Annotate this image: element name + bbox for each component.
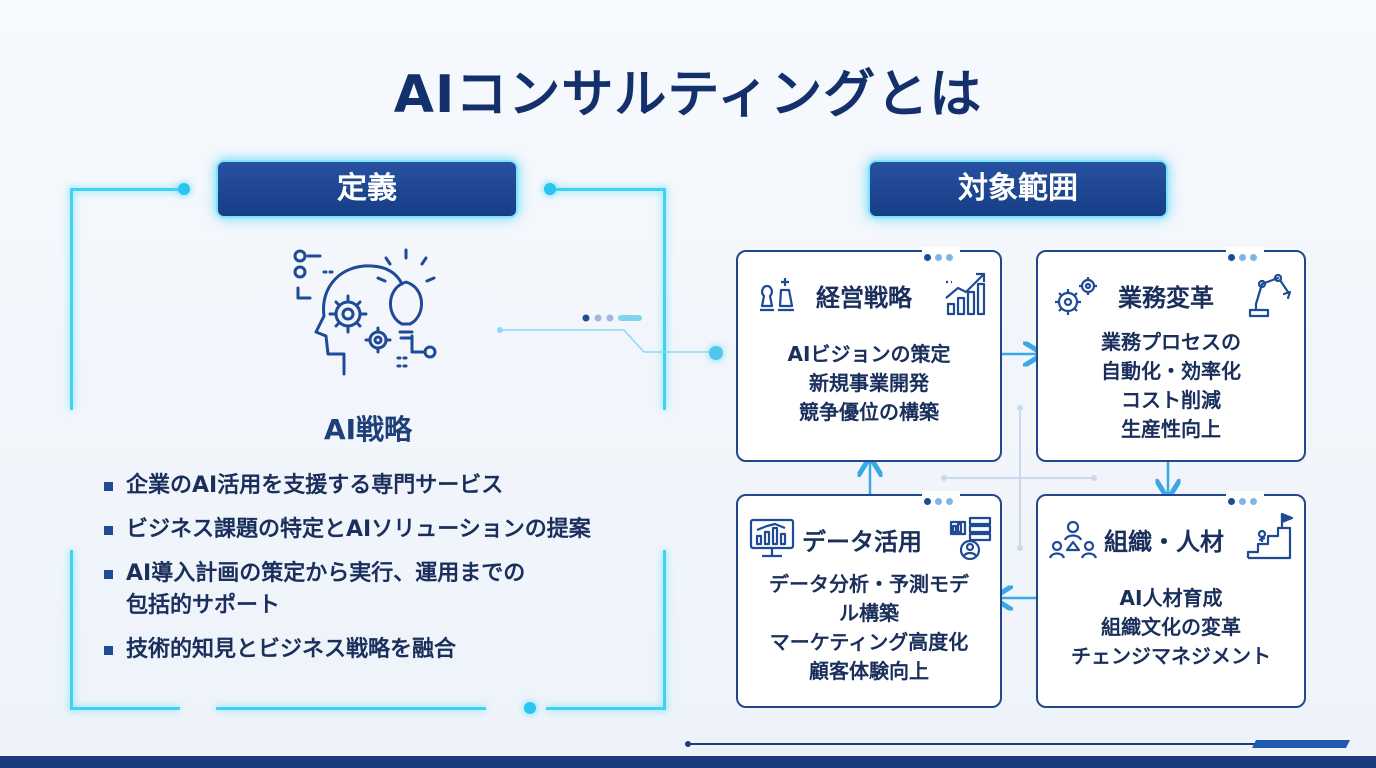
card-line: 組織文化の変革 <box>1101 615 1241 639</box>
ai-strategy-label: AI戦略 <box>323 413 413 446</box>
card-line: 新規事業開発 <box>809 371 929 395</box>
data-user-icon <box>949 516 992 561</box>
card-line: 競争優位の構築 <box>799 400 939 424</box>
scope-card-business-transformation: 業務変革 業務プロセスの 自動化・効率化 コスト削減 生産性向上 <box>1036 247 1306 462</box>
bullet-item: ビジネス課題の特定とAIソリューションの提案 <box>104 514 664 546</box>
scope-header: 対象範囲 <box>868 160 1168 218</box>
page-title: AIコンサルティングとは <box>393 65 983 125</box>
card-line: データ分析・予測モデ <box>769 572 969 596</box>
chess-pieces-icon <box>760 278 794 312</box>
stairs-flag-icon <box>1246 512 1294 560</box>
definition-bullet-list: 企業のAI活用を支援する専門サービス ビジネス課題の特定とAIソリューションの提… <box>104 470 664 678</box>
scope-card-data-utilization: データ活用 データ分析・予測モデ ル構築 マーケティング高度化 顧客体験向上 <box>736 491 1002 708</box>
card-line: ル構築 <box>839 601 899 625</box>
card-line: AIビジョンの策定 <box>787 342 951 366</box>
ai-brain-gear-lightbulb-icon <box>293 248 437 376</box>
definition-header: 定義 <box>216 160 518 218</box>
bullet-item: 企業のAI活用を支援する専門サービス <box>104 470 664 502</box>
card-line: 顧客体験向上 <box>809 659 929 683</box>
card-line: チェンジマネジメント <box>1071 644 1271 668</box>
card-line: AI人材育成 <box>1119 586 1223 610</box>
card-line: 業務プロセスの <box>1101 330 1241 354</box>
card-title: 経営戦略 <box>816 284 912 312</box>
footer-bar <box>0 756 1376 768</box>
card-line: 生産性向上 <box>1121 417 1221 441</box>
analytics-monitor-icon <box>749 518 795 558</box>
definition-frame <box>70 183 666 714</box>
bullet-item: AI導入計画の策定から実行、運用までの <box>104 558 664 590</box>
card-lines: AIビジョンの策定 新規事業開発 競争優位の構築 <box>738 340 1000 427</box>
scope-card-organization-talent: 組織・人材 AI人材育成 組織文化の変革 チェンジマネジメント <box>1036 491 1306 708</box>
card-lines: AI人材育成 組織文化の変革 チェンジマネジメント <box>1038 584 1304 671</box>
bullet-item: 技術的知見とビジネス戦略を融合 <box>104 634 664 666</box>
robot-arm-icon <box>1248 273 1292 318</box>
bullet-item-continuation: 包括的サポート <box>126 593 281 618</box>
card-title: 業務変革 <box>1118 284 1214 312</box>
scope-card-management-strategy: 経営戦略 AIビジョンの策定 新規事業開発 競争優位の構築 <box>736 247 1002 462</box>
card-title: 組織・人材 <box>1104 528 1224 556</box>
growth-chart-icon <box>945 272 986 316</box>
gears-icon <box>1055 277 1097 315</box>
card-lines: 業務プロセスの 自動化・効率化 コスト削減 生産性向上 <box>1038 328 1304 444</box>
team-network-icon <box>1048 520 1098 559</box>
card-line: マーケティング高度化 <box>769 630 969 654</box>
card-lines: データ分析・予測モデ ル構築 マーケティング高度化 顧客体験向上 <box>738 570 1000 686</box>
card-line: コスト削減 <box>1121 388 1221 412</box>
card-line: 自動化・効率化 <box>1101 359 1241 383</box>
card-title: データ活用 <box>802 528 922 556</box>
